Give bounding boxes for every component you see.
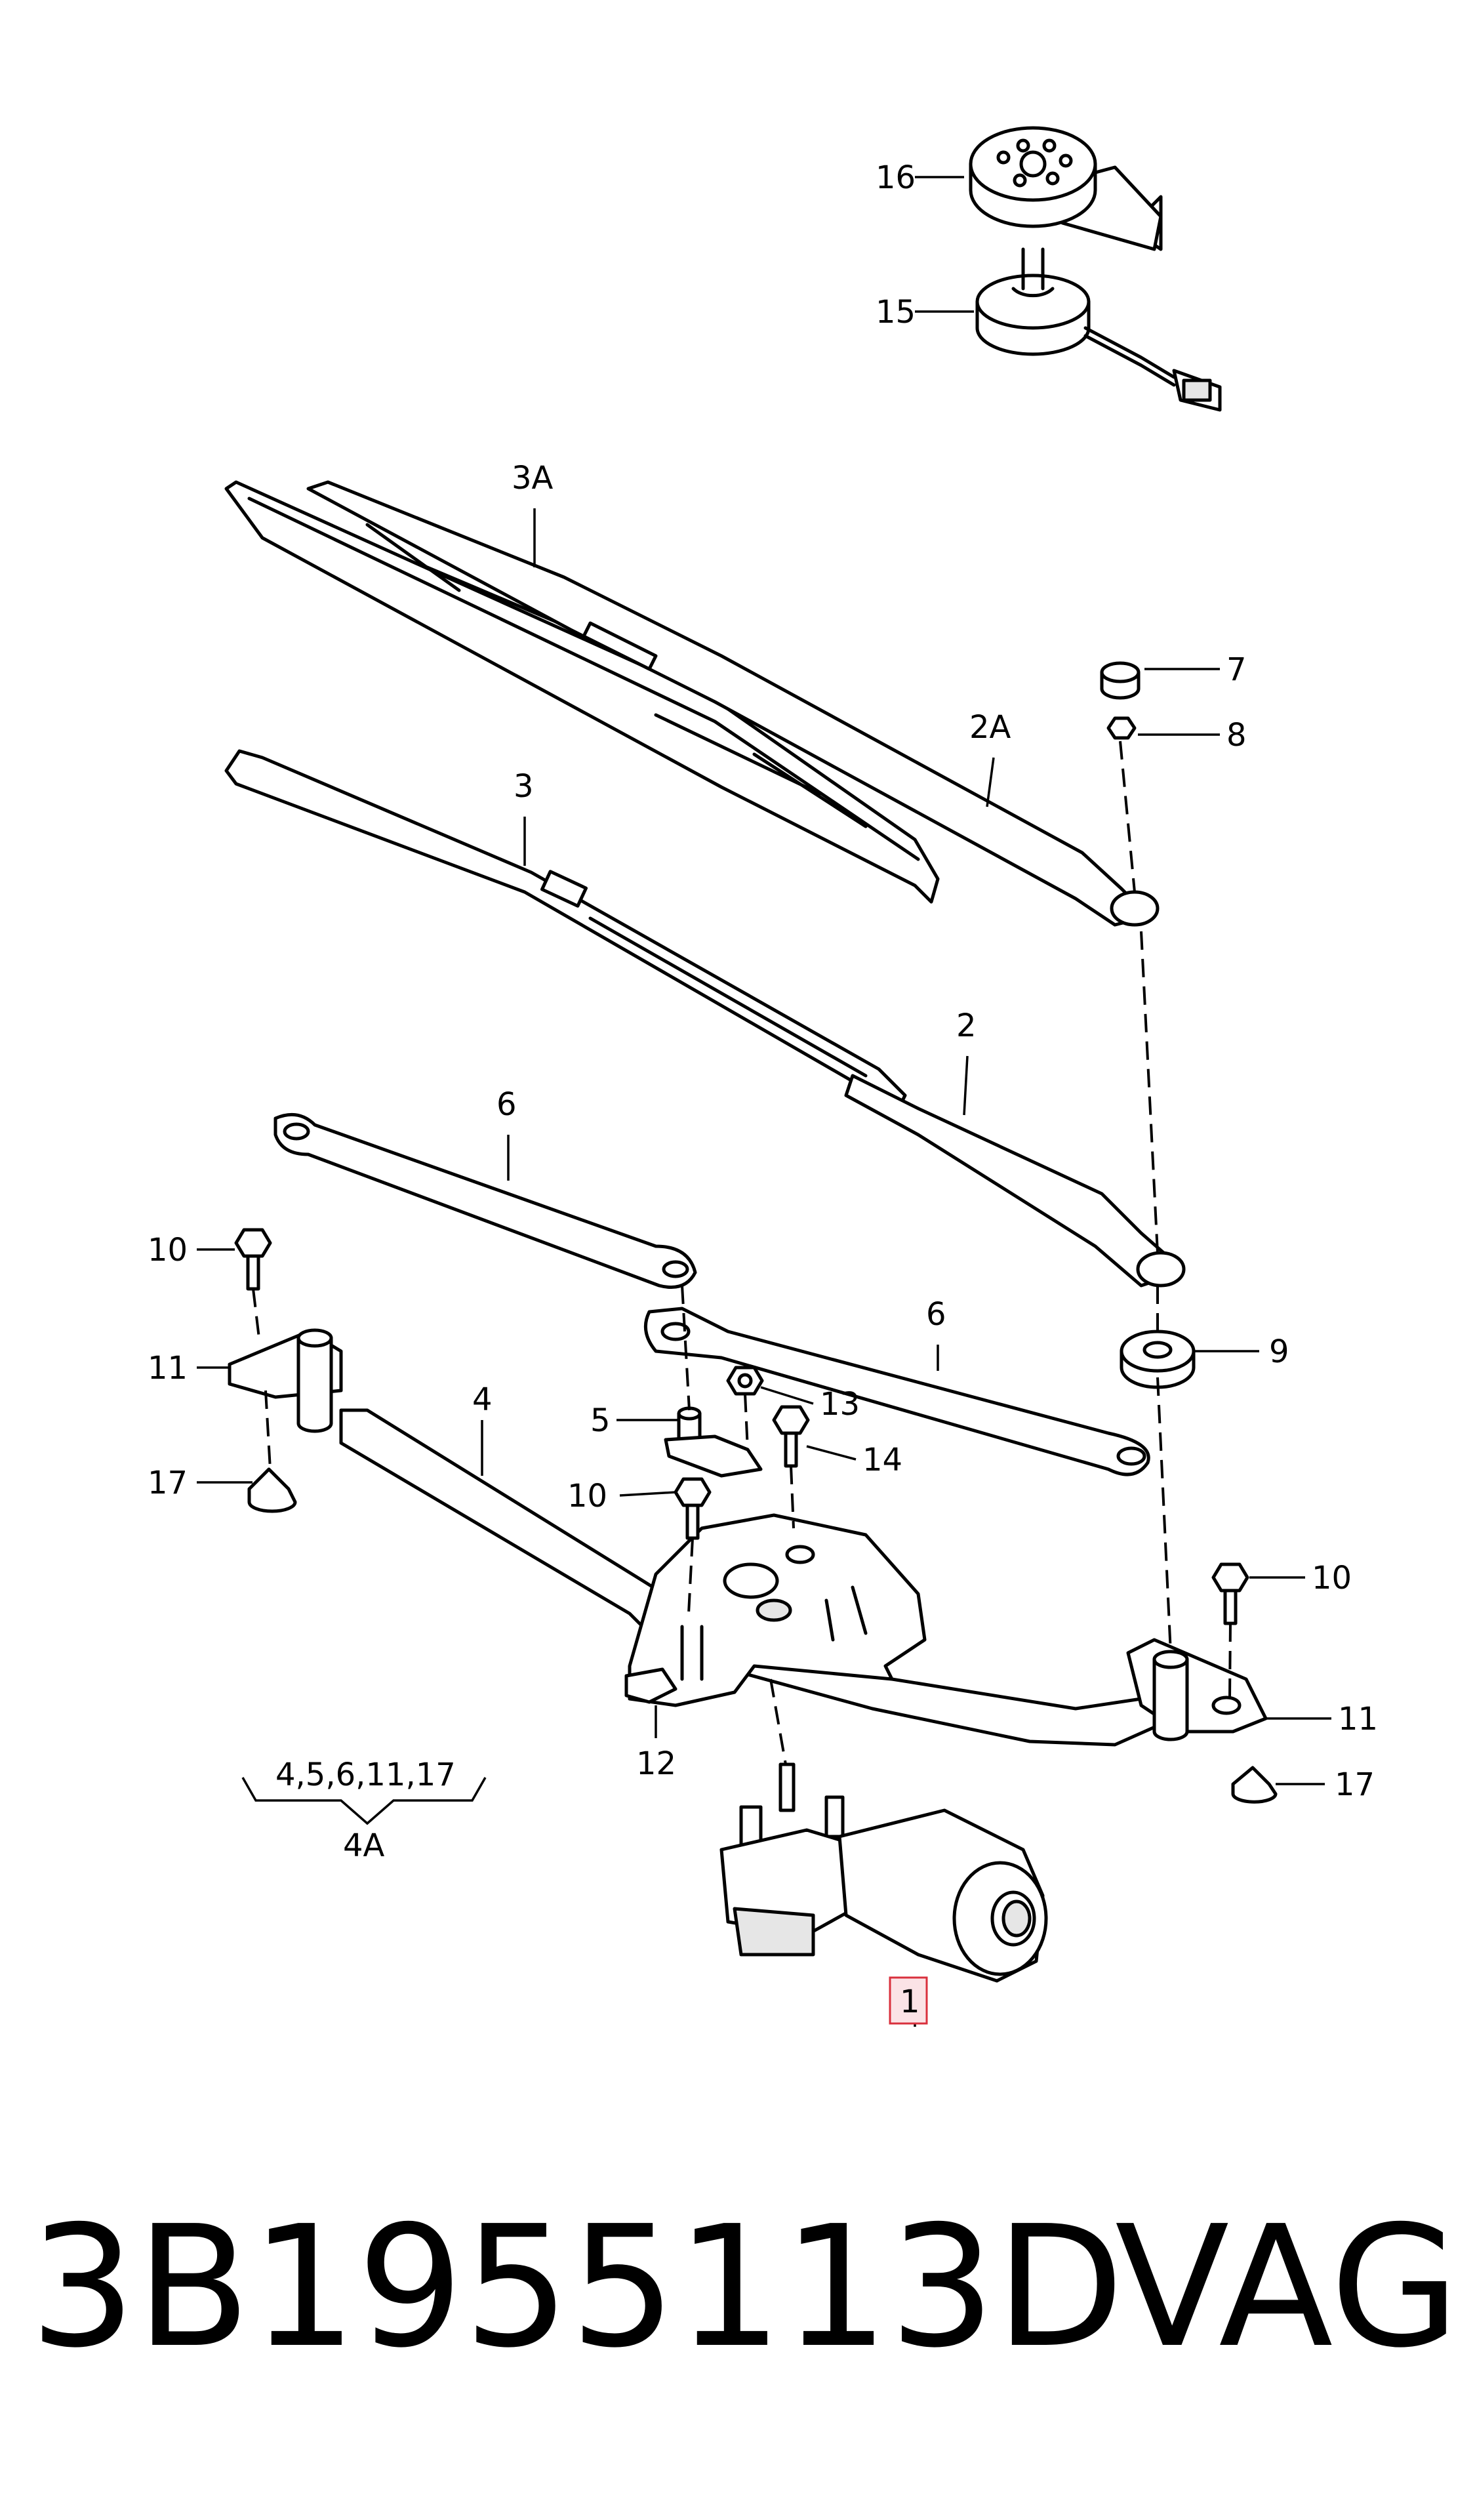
callout-4a-group: 4,5,6,11,17	[275, 1757, 456, 1793]
part-8-nut	[1106, 716, 1137, 740]
highlight-box	[889, 1976, 928, 2025]
footer: 3B1955113D VAG	[30, 2190, 1460, 2385]
part-12-clip	[624, 1667, 677, 1704]
part-10-bolt-center	[674, 1477, 712, 1540]
brand-name: VAG	[1115, 2190, 1460, 2385]
callout-17-right: 17	[1335, 1766, 1375, 1803]
part-2a-wiper-arm	[306, 480, 1160, 927]
part-number: 3B1955113D	[30, 2190, 1124, 2385]
part-14-bolt	[772, 1405, 810, 1468]
callout-14: 14	[862, 1442, 902, 1478]
callout-1-highlight[interactable]: 1	[889, 1976, 928, 2025]
callout-5: 5	[590, 1402, 611, 1439]
callout-6-lower: 6	[926, 1296, 946, 1333]
assembly-lines	[252, 741, 1232, 1765]
callout-4a: 4A	[343, 1827, 385, 1864]
callout-13: 13	[820, 1386, 860, 1423]
callout-4: 4	[472, 1381, 493, 1418]
part-6-upper-link	[273, 1112, 697, 1289]
callout-16: 16	[876, 159, 916, 196]
part-10-bolt-right	[1211, 1562, 1249, 1625]
callout-17-left: 17	[148, 1465, 188, 1501]
part-5-pivot-pin	[664, 1406, 763, 1478]
callout-3: 3	[514, 768, 534, 805]
part-13-nut	[726, 1366, 764, 1396]
part-15-switch-body	[975, 247, 1222, 412]
callout-7: 7	[1226, 651, 1247, 688]
part-16-switch-knob	[969, 126, 1163, 251]
callout-6-upper: 6	[496, 1086, 517, 1123]
part-9-washer	[1120, 1330, 1196, 1389]
motor-bracket	[628, 1513, 927, 1707]
callout-11-left: 11	[148, 1350, 188, 1387]
callout-labels: 16 15 3A 2A 7 8 3 2 6 6 9 10 11 17 4 5 1…	[148, 159, 1378, 2025]
part-17-mount-right	[1231, 1766, 1278, 1804]
part-1-wiper-motor	[719, 1762, 1048, 1983]
callout-1: 1	[900, 1983, 920, 2020]
callout-10-right: 10	[1312, 1560, 1352, 1596]
part-6-lower-link	[643, 1307, 1150, 1476]
part-3a-wiper-blade	[224, 480, 940, 904]
part-3-wiper-blade	[224, 749, 907, 1110]
callout-8: 8	[1226, 717, 1247, 754]
callout-3a: 3A	[512, 460, 554, 497]
callout-9: 9	[1269, 1333, 1289, 1370]
part-17-mount-left	[247, 1467, 297, 1513]
callout-2: 2	[956, 1007, 977, 1044]
callout-15: 15	[876, 294, 916, 331]
callout-12: 12	[636, 1745, 676, 1782]
leader-lines	[197, 176, 1331, 2027]
part-2-wiper-arm	[844, 1074, 1186, 1288]
callout-10-center: 10	[567, 1478, 607, 1514]
callout-2a: 2A	[969, 709, 1011, 746]
callout-10-left: 10	[148, 1232, 188, 1269]
part-10-bolt-left	[234, 1228, 272, 1291]
part-7-cap	[1100, 661, 1141, 700]
callout-11-right: 11	[1338, 1701, 1378, 1738]
